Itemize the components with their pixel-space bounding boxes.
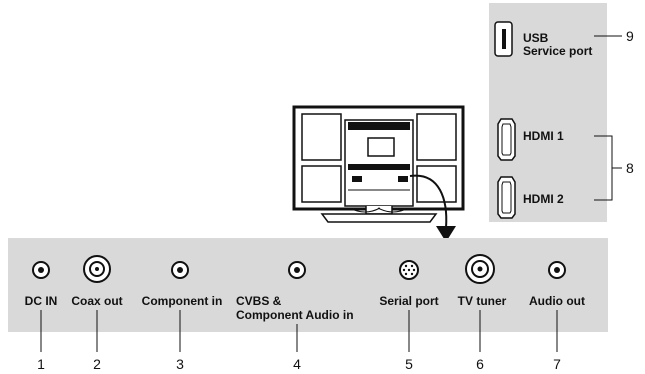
mini-din-connector-icon [399, 260, 419, 280]
callout-number-4: 4 [293, 356, 301, 372]
callout-number-6: 6 [476, 356, 484, 372]
port-label-coax-out: Coax out [71, 294, 122, 308]
coax-jack-icon [83, 255, 111, 283]
rf-antenna-jack-icon [465, 254, 495, 284]
hdmi-2-label: HDMI 2 [523, 192, 564, 206]
component-jack-icon [171, 261, 189, 279]
pointer-arrow [409, 174, 456, 242]
tv-rear-illustration [292, 105, 465, 223]
hdmi-1-port-icon [497, 118, 516, 161]
port-label-tv-tuner: TV tuner [458, 294, 507, 308]
port-label-cvbs-line2: Component Audio in [236, 308, 354, 322]
dc-in-jack-icon [32, 261, 50, 279]
callout-number-9: 9 [626, 28, 634, 44]
hdmi-1-label: HDMI 1 [523, 129, 564, 143]
callout-number-5: 5 [405, 356, 413, 372]
usb-label-line1: USB [523, 31, 549, 45]
audio-jack-icon [548, 261, 566, 279]
bottom-connector-panel [8, 238, 608, 332]
usb-label-line2: Service port [523, 44, 592, 58]
port-label-serial-port: Serial port [379, 294, 438, 308]
callout-number-1: 1 [37, 356, 45, 372]
port-label-dc-in: DC IN [25, 294, 58, 308]
hdmi-2-port-icon [497, 176, 516, 219]
callout-number-8: 8 [626, 160, 634, 176]
cvbs-jack-icon [288, 261, 306, 279]
port-label-cvbs-line1: CVBS & [236, 294, 282, 308]
callout-number-3: 3 [176, 356, 184, 372]
callout-number-2: 2 [93, 356, 101, 372]
port-label-component-in: Component in [142, 294, 223, 308]
callout-number-7: 7 [553, 356, 561, 372]
usb-port-icon [494, 21, 513, 57]
port-label-audio-out: Audio out [529, 294, 585, 308]
